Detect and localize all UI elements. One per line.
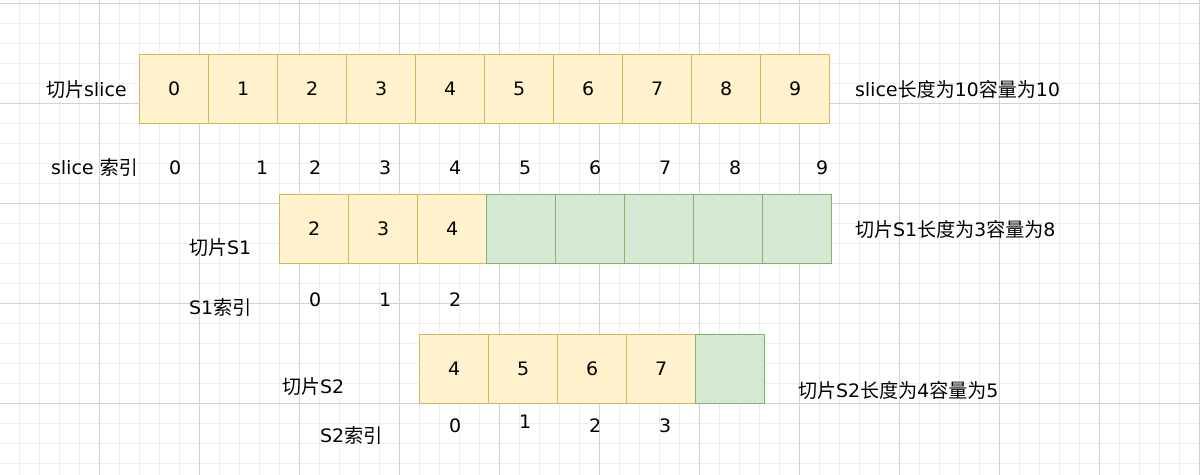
s1-cell: 3 [348,194,418,264]
s2-info: 切片S2长度为4容量为5 [798,380,999,402]
s2-index: 2 [588,415,602,437]
slice-index: 7 [658,157,672,179]
slice-index: 2 [308,157,322,179]
slice-cell: 8 [691,54,761,124]
s2-label: 切片S2 [282,376,345,398]
slice-index: 1 [255,157,269,179]
slice-index: 5 [518,157,532,179]
slice-index-label: slice 索引 [51,157,138,179]
s1-empty-cell [486,194,556,264]
slice-label: 切片slice [46,79,127,101]
s1-index: 1 [378,289,392,311]
slice-cell: 3 [346,54,416,124]
slice-cell: 2 [277,54,347,124]
s1-empty-cell [624,194,694,264]
s1-empty-cell [762,194,832,264]
slice-array: 0 1 2 3 4 5 6 7 8 9 [139,54,830,124]
s2-cell: 5 [488,334,558,404]
slice-cell: 0 [139,54,209,124]
s1-cell: 4 [417,194,487,264]
slice-cell: 4 [415,54,485,124]
slice-index: 0 [168,157,182,179]
s2-index: 3 [658,415,672,437]
s1-index: 0 [308,289,322,311]
s1-empty-cell [555,194,625,264]
slice-index: 6 [588,157,602,179]
s2-cell: 4 [419,334,489,404]
slice-cell: 6 [553,54,623,124]
s1-empty-cell [693,194,763,264]
s1-index-label: S1索引 [189,297,252,319]
s2-array: 4 5 6 7 [419,334,765,404]
slice-cell: 9 [760,54,830,124]
s1-array: 2 3 4 [279,194,832,264]
s2-cell: 6 [557,334,627,404]
slice-cell: 1 [208,54,278,124]
s1-cell: 2 [279,194,349,264]
slice-index: 3 [378,157,392,179]
slice-info: slice长度为10容量为10 [855,79,1060,101]
s2-index: 0 [448,415,462,437]
s2-index: 1 [518,411,532,433]
s2-empty-cell [695,334,765,404]
s1-info: 切片S1长度为3容量为8 [855,219,1056,241]
s2-index-label: S2索引 [320,425,383,447]
s1-index: 2 [448,289,462,311]
slice-cell: 7 [622,54,692,124]
slice-index: 4 [448,157,462,179]
slice-index: 8 [728,157,742,179]
s1-label: 切片S1 [189,237,252,259]
slice-index: 9 [815,157,829,179]
s2-cell: 7 [626,334,696,404]
slice-cell: 5 [484,54,554,124]
